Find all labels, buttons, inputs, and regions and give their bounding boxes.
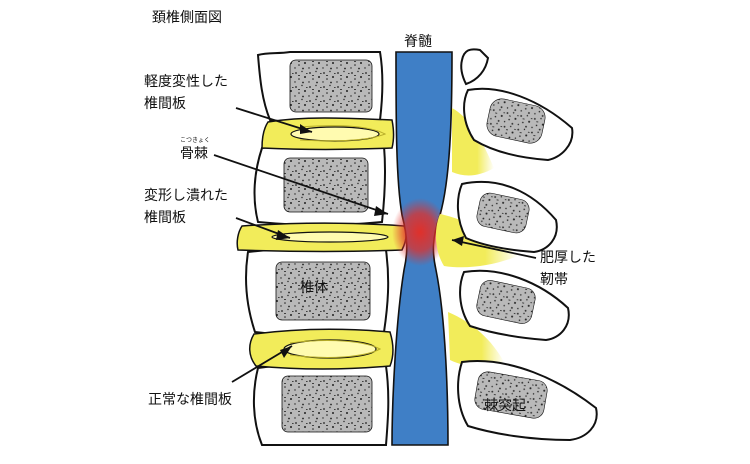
ligament-upper (452, 108, 494, 176)
spinous-process-4-marrow (476, 280, 536, 324)
vertebra-4-marrow (281, 375, 373, 433)
leader-thickened-ligament (451, 239, 537, 259)
vertebra-2-marrow (283, 157, 369, 213)
label-spinal-cord: 脊髄 (404, 34, 432, 50)
spinous-processes (456, 48, 598, 442)
label-thickened-ligament-line1: 肥厚した (540, 250, 596, 266)
label-osteophyte-ruby: こつきょく (180, 137, 210, 144)
label-normal-disc: 正常な椎間板 (148, 392, 232, 408)
disc-deformed-nucleus (271, 231, 389, 243)
label-osteophyte: 骨棘 (180, 146, 208, 162)
spinous-process-3-marrow (476, 192, 530, 234)
leader-lines (213, 107, 537, 383)
spinous-process-5-marrow (474, 371, 548, 419)
spinous-process-2-marrow (486, 98, 546, 144)
label-vertebral-body: 椎体 (300, 280, 328, 296)
label-spinous-process: 棘突起 (484, 398, 526, 414)
leader-osteophyte (213, 154, 389, 215)
label-mild-degeneration-line2: 椎間板 (144, 96, 186, 112)
labels: 頚椎側面図 脊髄 軽度変性した 椎間板 こつきょく 骨棘 変形し潰れた 椎間板 … (144, 10, 596, 414)
disc-normal-nucleus (283, 339, 377, 359)
label-mild-degeneration-line1: 軽度変性した (144, 73, 228, 90)
spinal-cord (391, 51, 453, 446)
leader-mild-degeneration (235, 107, 313, 133)
diagram-title: 頚椎側面図 (152, 10, 222, 26)
vertebral-column (245, 51, 390, 446)
label-deformed-disc-line2: 椎間板 (144, 210, 186, 226)
vertebra-3-marrow (275, 261, 371, 321)
ligament-lower (448, 312, 504, 367)
spinous-process-1 (460, 48, 490, 86)
label-thickened-ligament-line2: 靭帯 (540, 272, 568, 288)
label-deformed-disc-line1: 変形し潰れた (144, 187, 228, 204)
compression-highlight (392, 198, 448, 266)
vertebra-1-marrow (289, 59, 373, 113)
